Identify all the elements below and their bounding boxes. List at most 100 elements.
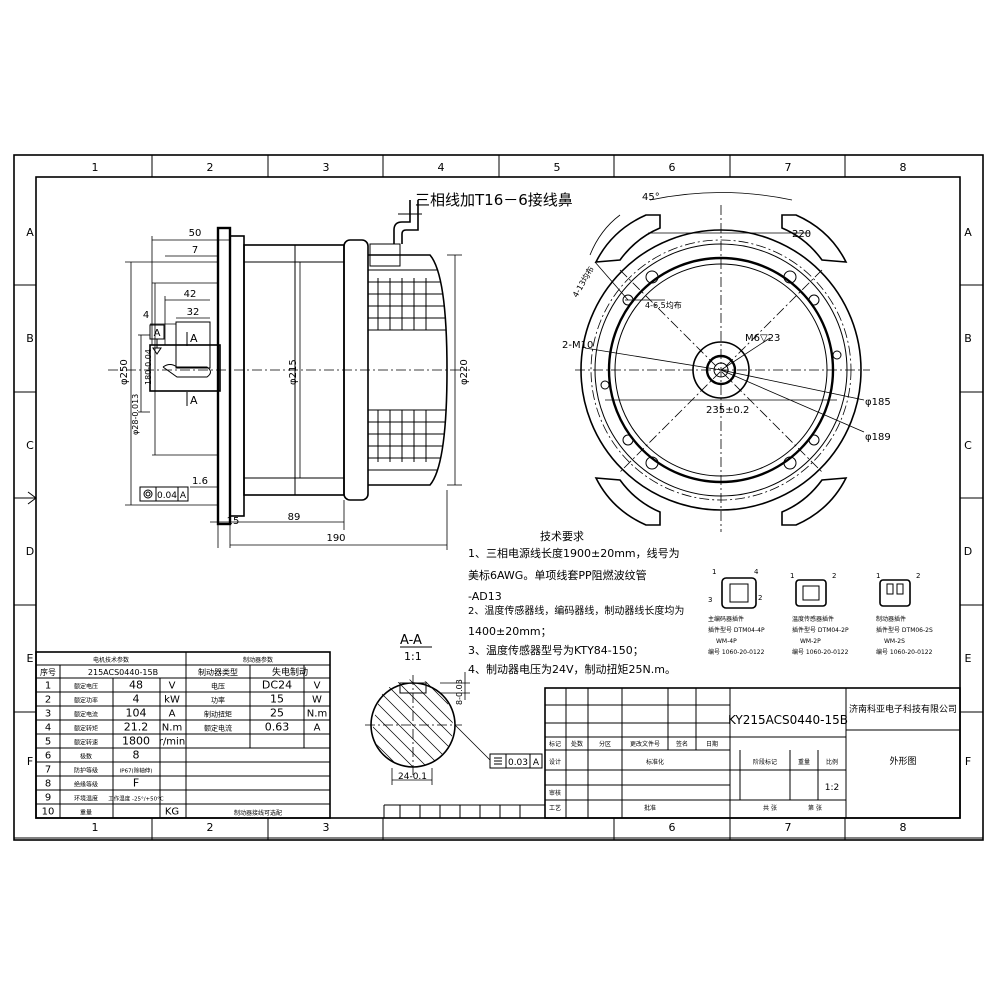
col-num-bottom-7: 7 (785, 821, 792, 834)
front-view: 45° 220 4-6.5均布 2-M10 M6▽23 235±0.2 φ185… (562, 192, 891, 532)
param-row-no: 4 (45, 723, 51, 734)
connector-4p-label: 主编码器插件 (708, 615, 744, 623)
col-num-bottom-2: 2 (207, 821, 214, 834)
section-title: A-A (400, 633, 422, 648)
header-note: 三相线加T16－6接线鼻 (415, 191, 573, 209)
dim-32: 32 (187, 307, 200, 318)
dim-50: 50 (189, 228, 202, 239)
params-table: 电机技术参数 制动器参数 序号 215ACS0440-15B 制动器类型 失电制… (35, 651, 331, 819)
param-row-brake-value: 15 (270, 693, 284, 706)
param-row-name: 防护等级 (74, 767, 98, 775)
tech-title: 技术要求 (540, 530, 584, 543)
param-row-unit: V (169, 681, 176, 692)
param-row-value: 48 (129, 679, 143, 692)
connector-4p-model: 插件型号 DTM04-4P (708, 626, 765, 634)
dim-4: 4 (143, 310, 149, 321)
row-letter-e-right: E (965, 652, 972, 665)
tolerance-0-04: 0.04 (157, 491, 177, 501)
section-tolerance: 0.03 (508, 758, 528, 768)
front-dim-235: 235±0.2 (706, 405, 749, 416)
row-letter-c-right: C (964, 439, 972, 452)
connector-2s-pin: WM-2S (884, 638, 905, 645)
dim-42: 42 (184, 289, 197, 300)
dim-1-6: 1.6 (192, 476, 208, 487)
param-row-no: 6 (45, 751, 51, 762)
col-num-5: 5 (554, 161, 561, 174)
tech-line-4: 2、温度传感器线，编码器线，制动器线长度均为 (468, 604, 684, 617)
row-letter-d: D (26, 545, 34, 558)
param-row-no: 3 (45, 709, 51, 720)
param-row-value: 1800 (122, 735, 150, 748)
tech-line-2: 美标6AWG。单项线套PP阻燃波纹管 (468, 568, 647, 582)
row-letter-a-right: A (964, 226, 972, 239)
title-block: KY215ACS0440-15B 济南科亚电子科技有限公司 外形图 标记 处数 … (383, 687, 961, 819)
front-dim-holes-13: 4-13均布 (570, 264, 596, 299)
param-row-unit: r/min (159, 737, 185, 748)
connector-2p-label: 温度传感器插件 (792, 615, 834, 623)
connector-4p-code: 编号 1060-20-0122 (708, 648, 765, 656)
tolerance-datum-a: A (180, 491, 187, 501)
param-row-value: F (133, 777, 139, 790)
param-row-no: 10 (42, 807, 55, 818)
tech-line-1: 1、三相电源线长度1900±20mm，线号为 (468, 546, 680, 560)
col-num-1: 1 (92, 161, 99, 174)
col-num-bottom-1: 1 (92, 821, 99, 834)
param-row-name: 额定功率 (74, 697, 98, 705)
tech-line-7: 4、制动器电压为24V，制动扭矩25N.m。 (468, 662, 676, 676)
param-row-unit: KG (165, 807, 179, 818)
dim-190: 190 (326, 533, 345, 544)
section-view: A-A 1:1 8-0.03 2 (365, 633, 543, 785)
dim-250: φ250 (119, 359, 130, 385)
tb-stage: 阶段标记 (753, 758, 777, 766)
param-row-brake-name: 制动扭矩 (204, 710, 232, 719)
connector-4p-pin3: 3 (708, 596, 712, 604)
params-footer: 制动器接线可选配 (234, 809, 282, 817)
connector-2p-pin: WM-2P (800, 638, 821, 645)
connector-4p-pin1: 1 (712, 568, 716, 576)
section-tolerance-datum: A (533, 758, 540, 768)
dim-215: φ215 (288, 359, 299, 385)
col-num-4: 4 (438, 161, 445, 174)
tech-line-3: -AD13 (468, 590, 502, 603)
front-dim-185: φ185 (865, 397, 891, 408)
param-row-name: 极数 (80, 753, 92, 761)
connector-4p-pin: WM-4P (716, 638, 737, 645)
params-header-no: 序号 (40, 667, 56, 677)
front-dim-189: φ189 (865, 432, 891, 443)
param-row-value: 8 (133, 749, 140, 762)
param-row-no: 1 (45, 681, 51, 692)
row-letter-a: A (26, 226, 34, 239)
param-row-value: IP67(除轴伸) (120, 767, 153, 775)
connector-2p: 1 2 温度传感器插件 插件型号 DTM04-2P WM-2P 编号 1060-… (790, 572, 849, 656)
param-row-name: 额定转矩 (74, 725, 98, 733)
front-dim-m6: M6▽23 (745, 333, 780, 344)
param-row-brake-unit: A (314, 723, 321, 734)
drawing-number: KY215ACS0440-15B (728, 713, 848, 727)
section-dim-24: 24-0.1 (398, 772, 427, 782)
connector-2s: 1 2 制动器插件 插件型号 DTM06-2S WM-2S 编号 1060-20… (876, 572, 933, 656)
col-num-7: 7 (785, 161, 792, 174)
param-row-brake-unit: N.m (307, 709, 327, 720)
datum-a-label: A (154, 328, 161, 339)
param-row-value: 104 (126, 707, 147, 720)
connector-4p: 1 2 3 4 主编码器插件 插件型号 DTM04-4P WM-4P 编号 10… (708, 568, 765, 656)
tb-col-zone: 分区 (599, 740, 611, 748)
company-name: 济南科亚电子科技有限公司 (849, 703, 957, 715)
param-row-brake-name: 电压 (211, 682, 225, 691)
connector-2p-pin1: 1 (790, 572, 794, 580)
params-title-right: 制动器参数 (243, 656, 273, 664)
col-num-bottom-8: 8 (900, 821, 907, 834)
connector-2s-pin2: 2 (916, 572, 920, 580)
tb-col-count: 处数 (571, 740, 583, 748)
row-letter-b: B (26, 332, 34, 345)
tb-designer: 设计 (549, 758, 561, 766)
param-row-unit: N.m (162, 723, 182, 734)
param-row-value: 4 (133, 693, 140, 706)
tb-col-date: 日期 (706, 740, 718, 748)
drawing-name: 外形图 (889, 755, 916, 767)
col-num-bottom-6: 6 (669, 821, 676, 834)
connector-4p-pin4: 4 (754, 568, 759, 576)
section-dim-8: 8-0.03 (455, 679, 464, 705)
tb-review: 审核 (549, 789, 561, 797)
param-row-unit: kW (164, 695, 180, 706)
